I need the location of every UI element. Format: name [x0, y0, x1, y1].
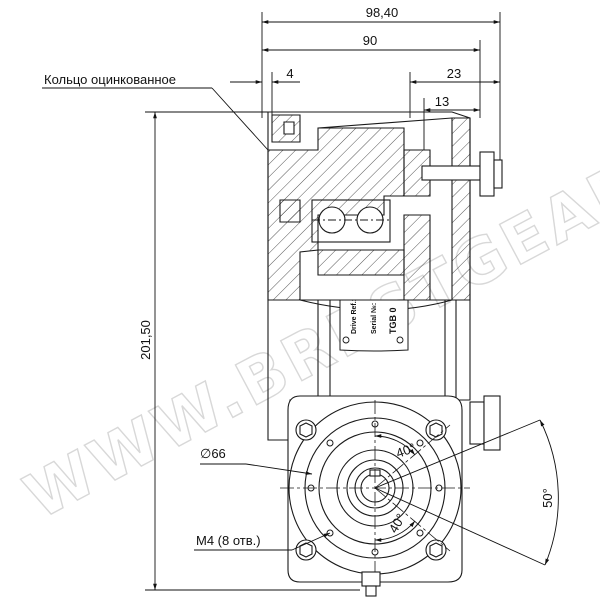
side-bolt	[421, 151, 503, 197]
angle-50-label: 50°	[540, 488, 555, 508]
dimension-height	[145, 111, 360, 591]
dim-total-width-label: 98,40	[366, 5, 399, 20]
dim-height-label: 201,50	[138, 320, 153, 360]
lower-side-bolt	[469, 395, 501, 451]
angle-40-arcs	[374, 434, 416, 542]
m4-leader	[194, 532, 331, 551]
dimension-body-width	[262, 40, 481, 118]
diameter-leader	[200, 463, 313, 475]
nameplate-line-1: Drive Ref.:	[351, 299, 358, 334]
nameplate-line-3: TGB 0	[388, 307, 398, 334]
dim-23-label: 23	[447, 66, 461, 81]
angle-50-arc	[374, 419, 559, 566]
dim-13-label: 13	[435, 94, 449, 109]
grease-nipple	[361, 571, 381, 597]
ring-note-label: Кольцо оцинкованное	[44, 72, 176, 87]
dim-holes-label: М4 (8 отв.)	[196, 533, 261, 548]
angle-40-top-label: 40°	[394, 440, 418, 461]
dim-ring-label: 4	[286, 66, 293, 81]
nameplate-line-2: Serial №:	[370, 303, 378, 334]
dimension-total-width	[261, 12, 501, 160]
dim-diameter-label: ∅66	[200, 446, 226, 461]
nameplate: Drive Ref.: Serial №: TGB 0	[339, 299, 409, 352]
dimension-13	[423, 98, 480, 150]
ring-note-leader	[42, 87, 269, 151]
bearing	[311, 199, 391, 243]
dim-body-width-label: 90	[363, 33, 377, 48]
